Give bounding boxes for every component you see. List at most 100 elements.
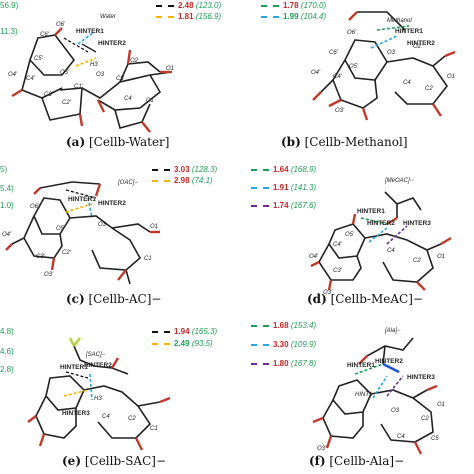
atom-label: C5: [431, 436, 439, 442]
panel-a: 56.9) 11.3) 2.48 (123.0) 1.81 (156.9): [0, 0, 237, 158]
legend-left-cut-1: 56.9): [0, 1, 19, 10]
legend-entry: 1.80 (167.8): [251, 359, 316, 368]
legend-entry: 1.81 (156.9): [156, 12, 221, 21]
species-label: [SAC]−: [86, 352, 106, 358]
species-label: [Ala]−: [385, 328, 401, 334]
species-label: [OAC]−: [118, 180, 138, 186]
legend-left-cut-3: 1.0): [0, 201, 14, 210]
legend-left-cut-2: 5.4): [0, 184, 14, 193]
atom-label: O5': [349, 64, 359, 70]
h-inter2-label: HINTER2: [98, 200, 126, 207]
atom-label: C4': [333, 242, 342, 248]
atom-label: O1: [437, 254, 446, 260]
atom-label: C3': [36, 254, 45, 260]
atom-label: H3: [90, 62, 98, 68]
atom-label: O2: [413, 44, 422, 50]
legend-entry: 1.68 (153.4): [251, 321, 316, 330]
atom-label: C1: [146, 98, 154, 104]
panel-b: 1.78 (170.0) 1.99 (104.4) Methanol HINTE…: [237, 0, 474, 158]
h-inter2-label: HINTER2: [375, 358, 403, 365]
panel-c: 5) 5.4) 1.0) 3.03 (128.3) 2.98 (74.1): [0, 158, 237, 316]
caption: (e) [Cellb-SAC]−: [62, 454, 167, 468]
caption: (a) [Cellb-Water]: [66, 135, 170, 149]
caption: (b) [Cellb-Methanol]: [281, 135, 408, 149]
h-inter2-label: HINTER2: [407, 40, 435, 47]
h-inter1-label: HINTER1: [357, 208, 385, 215]
h-inter3-label: HINTER3: [407, 374, 435, 381]
legend-entry: 1.99 (104.4): [261, 12, 326, 21]
atom-label: O4': [8, 72, 18, 78]
molecule-diagram: [5, 181, 160, 285]
atom-label: O1: [166, 66, 175, 72]
atom-label: C3': [44, 92, 53, 98]
atom-label: C1: [144, 256, 152, 262]
panel-d: 1.64 (168.9) 1.91 (141.3) 1.74 (167.6): [237, 158, 474, 316]
atom-label: O3': [335, 108, 345, 114]
atom-label: O1: [150, 224, 159, 230]
molecule-diagram: [11, 27, 173, 133]
atom-label: C2: [128, 416, 136, 422]
h-inter1-label: HINTER1: [347, 362, 375, 369]
legend-entry: 1.78 (170.0): [261, 1, 326, 10]
atom-label: C4': [26, 76, 35, 82]
panel-f: 1.68 (153.4) 3.30 (109.9) 1.80 (167.8): [237, 316, 474, 474]
legend-entry: 3.03 (128.3): [152, 165, 217, 174]
atom-label: O3': [317, 446, 327, 452]
caption: (d) [Cellb-MeAC]−: [307, 292, 423, 306]
legend-left-cut-2: 11.3): [0, 27, 18, 36]
legend-entry: 2.49 (93.5): [152, 339, 213, 348]
atom-label: C4: [387, 248, 395, 254]
h-inter2-label: HINTER2: [367, 220, 395, 227]
atom-label: C5': [34, 56, 43, 62]
legend-entry: 3.30 (109.9): [251, 340, 316, 349]
atom-label: C4: [124, 96, 132, 102]
atom-label: C4: [102, 414, 110, 420]
atom-label: C6': [329, 50, 338, 56]
molecule-diagram: [312, 337, 438, 455]
h-inter3-label: HINTER3: [403, 220, 431, 227]
legend-left-cut-2: 4.6): [0, 347, 14, 356]
atom-label: C4: [397, 434, 405, 440]
h-inter1-label: HINTER1: [60, 364, 88, 371]
atom-label: O6': [347, 30, 357, 36]
atom-label: O3: [98, 222, 107, 228]
atom-label: O3': [44, 272, 54, 278]
caption: (c) [Cellb-AC]−: [66, 292, 162, 306]
h-inter1-label: HINTER1: [395, 28, 423, 35]
atom-label: C2': [62, 100, 71, 106]
legend-entry: 2.48 (123.0): [156, 1, 221, 10]
atom-label: HINT1: [355, 392, 373, 398]
atom-label: C4': [333, 74, 342, 80]
atom-label: C2': [62, 250, 71, 256]
atom-label: C3': [333, 268, 342, 274]
legend-entry: 1.91 (141.3): [251, 183, 316, 192]
caption: (f) [Cellb-Ala]−: [309, 454, 405, 468]
atom-label: O6': [56, 22, 66, 28]
legend-entry: 2.98 (74.1): [152, 176, 213, 185]
legend-entry: 1.64 (168.9): [251, 165, 316, 174]
legend-entry: 1.94 (165.3): [152, 327, 217, 336]
atom-label: O3: [387, 50, 396, 56]
atom-label: O4': [2, 232, 12, 238]
atom-label: O2: [130, 58, 139, 64]
atom-label: O5': [56, 226, 66, 232]
legend-entry: 1.74 (167.6): [251, 201, 316, 210]
atom-label: C3: [116, 76, 124, 82]
panel-e: 4.8) 4.6) 2.8) 1.94 (165.3) 2.49 (93.5) …: [0, 316, 237, 474]
atom-label: O1: [447, 74, 456, 80]
legend-left-cut-3: 2.8): [0, 365, 14, 374]
atom-label: O3: [96, 72, 105, 78]
species-label: [MeOAC]−: [385, 178, 414, 184]
atom-label: C6': [40, 32, 49, 38]
atom-label: O6': [30, 204, 40, 210]
molecule-diagram: [310, 191, 452, 291]
molecule-diagram: [27, 337, 171, 451]
atom-label: O5': [345, 232, 355, 238]
atom-label: C2: [425, 86, 433, 92]
atom-label: O4': [309, 254, 319, 260]
species-label: Methanol: [387, 18, 412, 24]
h-inter1-label: HINTER1: [68, 196, 96, 203]
legend-left-cut-1: 4.8): [0, 327, 14, 336]
atom-label: C2: [421, 416, 429, 422]
atom-label: C4: [403, 80, 411, 86]
